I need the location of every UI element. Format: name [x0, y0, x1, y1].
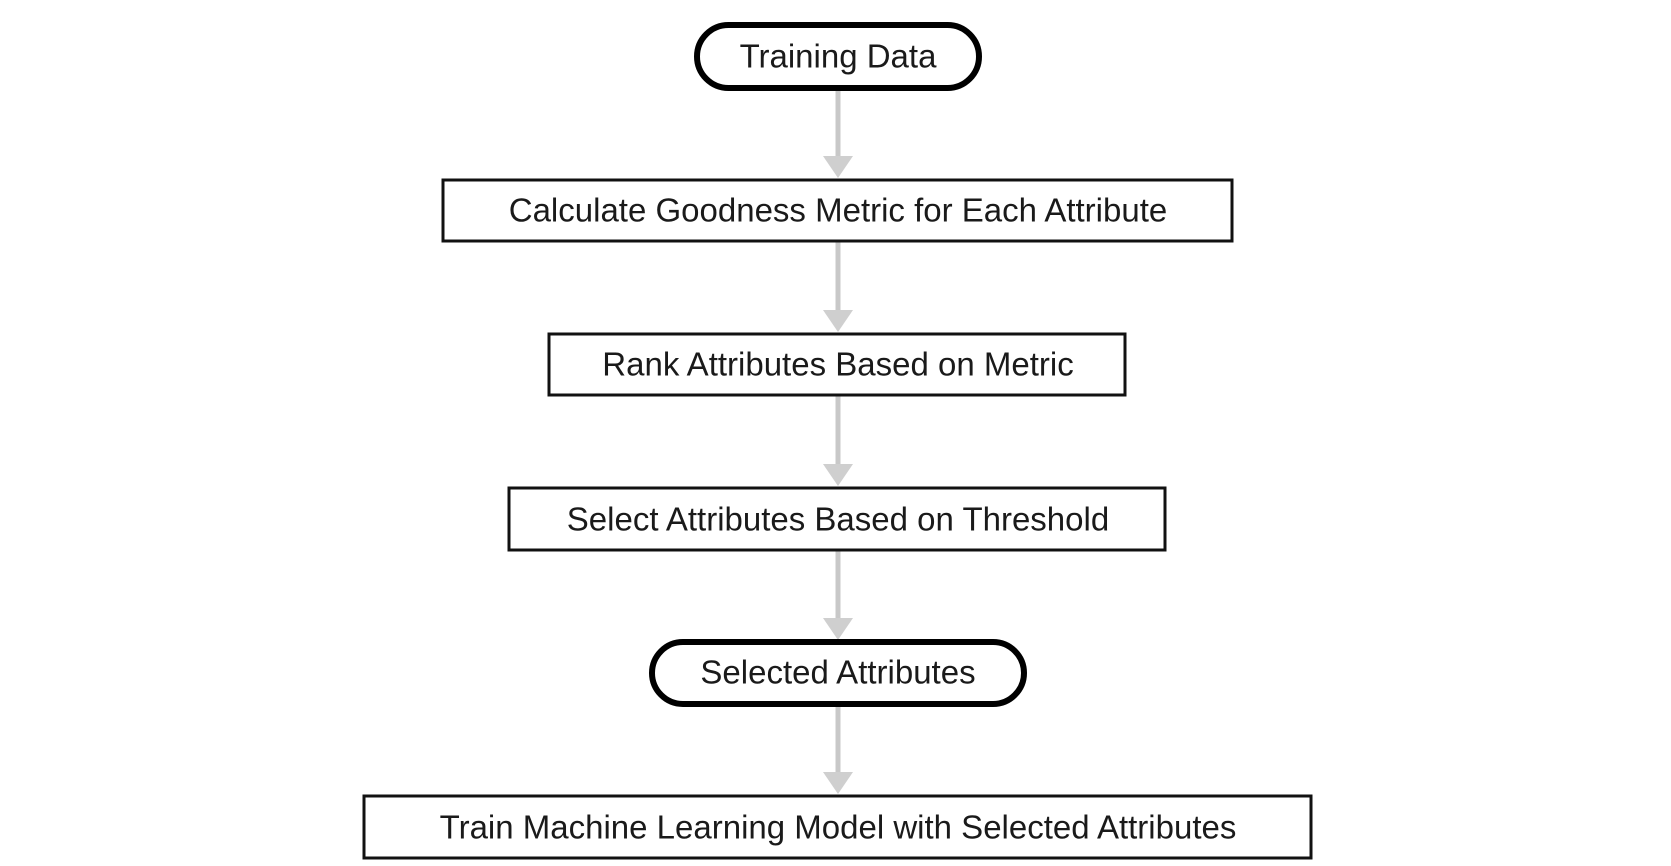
- node-training-data: Training Data: [694, 22, 982, 91]
- node-training-data-label: Training Data: [740, 38, 938, 75]
- node-selected-attributes-label: Selected Attributes: [700, 654, 975, 691]
- node-calculate-goodness-metric: Calculate Goodness Metric for Each Attri…: [441, 178, 1234, 243]
- edge-select-to-selected: [823, 550, 853, 640]
- node-select-attributes-label: Select Attributes Based on Threshold: [567, 501, 1109, 538]
- edge-rank-to-select: [823, 395, 853, 486]
- edge-selected-to-train: [823, 704, 853, 794]
- node-rank-attributes-label: Rank Attributes Based on Metric: [602, 346, 1073, 383]
- edge-calculate-to-rank: [823, 241, 853, 332]
- node-calculate-goodness-metric-label: Calculate Goodness Metric for Each Attri…: [509, 192, 1168, 229]
- node-train-model: Train Machine Learning Model with Select…: [362, 794, 1313, 860]
- node-train-model-label: Train Machine Learning Model with Select…: [440, 809, 1237, 846]
- node-selected-attributes: Selected Attributes: [649, 639, 1027, 707]
- edge-training-to-calculate: [823, 88, 853, 178]
- node-rank-attributes: Rank Attributes Based on Metric: [547, 332, 1127, 397]
- node-select-attributes: Select Attributes Based on Threshold: [507, 486, 1167, 552]
